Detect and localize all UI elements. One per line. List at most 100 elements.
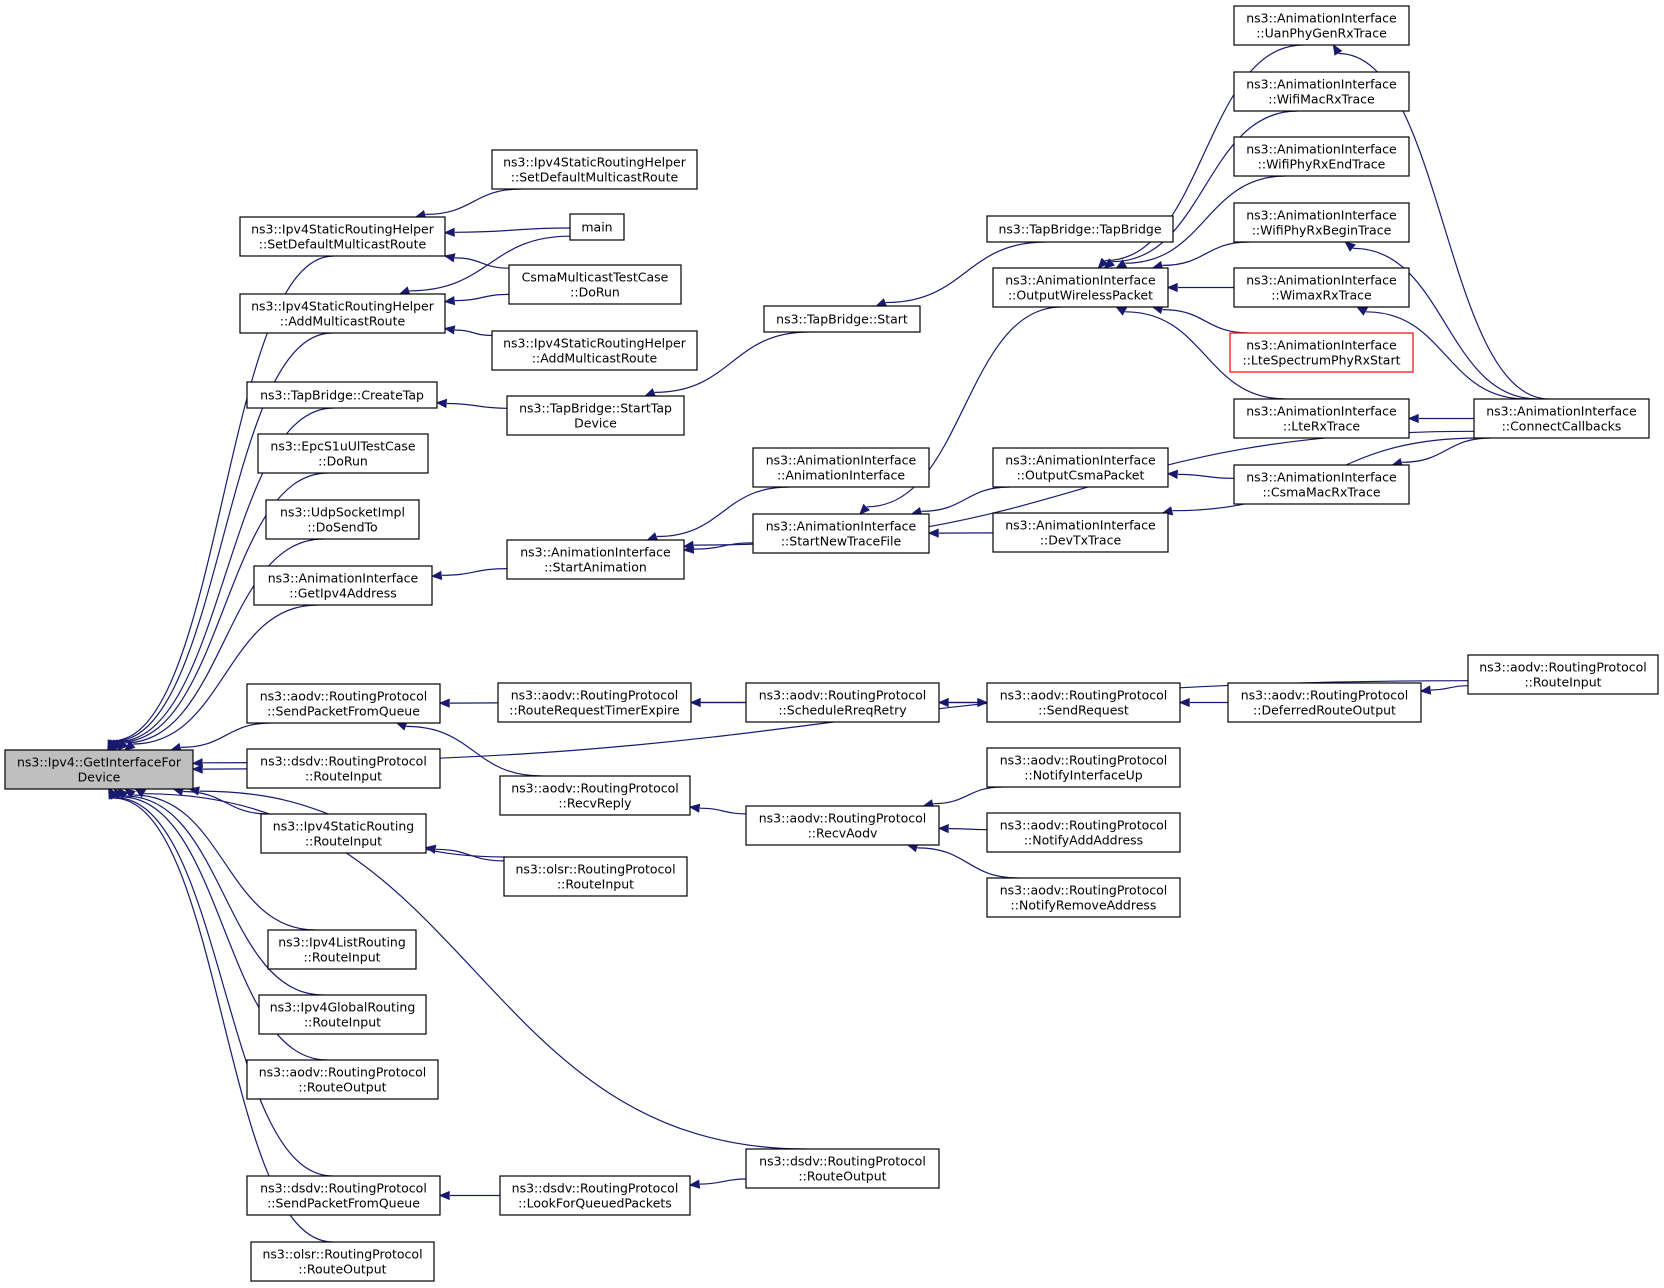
node-lte_spec[interactable]: ns3::AnimationInterface::LteSpectrumPhyR… bbox=[1229, 332, 1414, 373]
node-label: ::StartNewTraceFile bbox=[781, 534, 902, 549]
node-devtx[interactable]: ns3::AnimationInterface::DevTxTrace bbox=[992, 512, 1169, 553]
edge-aodv_spfq-to-root bbox=[180, 722, 272, 748]
node-box bbox=[253, 565, 433, 606]
node-list_ri[interactable]: ns3::Ipv4ListRouting::RouteInput bbox=[267, 929, 417, 970]
arrowhead-icon bbox=[644, 388, 657, 397]
node-label: ::NotifyInterfaceUp bbox=[1024, 768, 1142, 783]
node-dsdv_spfq[interactable]: ns3::dsdv::RoutingProtocol::SendPacketFr… bbox=[246, 1175, 441, 1216]
node-amr[interactable]: ns3::Ipv4StaticRoutingHelper::AddMultica… bbox=[239, 293, 446, 334]
node-label: ns3::EpcS1uUlTestCase bbox=[270, 439, 415, 454]
node-label: ns3::Ipv4StaticRoutingHelper bbox=[251, 299, 435, 314]
arrowhead-icon bbox=[191, 758, 203, 768]
arrowhead-icon bbox=[875, 298, 888, 307]
node-createtap[interactable]: ns3::TapBridge::CreateTap bbox=[246, 381, 438, 409]
node-box bbox=[1233, 71, 1410, 112]
node-box bbox=[258, 994, 427, 1035]
node-csma[interactable]: CsmaMulticastTestCase::DoRun bbox=[508, 264, 682, 305]
node-lterx[interactable]: ns3::AnimationInterface::LteRxTrace bbox=[1233, 398, 1410, 439]
node-dro[interactable]: ns3::aodv::RoutingProtocol::DeferredRout… bbox=[1227, 682, 1422, 723]
node-sendreq[interactable]: ns3::aodv::RoutingProtocol::SendRequest bbox=[986, 682, 1181, 723]
node-startnew[interactable]: ns3::AnimationInterface::StartNewTraceFi… bbox=[752, 513, 930, 554]
node-label: ::DoRun bbox=[570, 285, 620, 300]
node-aodv_ri[interactable]: ns3::aodv::RoutingProtocol::RouteInput bbox=[1467, 654, 1659, 695]
node-label: ::AnimationInterface bbox=[777, 468, 905, 483]
node-lfqp[interactable]: ns3::dsdv::RoutingProtocol::LookForQueue… bbox=[499, 1175, 691, 1216]
node-label: ns3::AnimationInterface bbox=[1005, 518, 1156, 533]
arrowhead-icon bbox=[682, 540, 695, 550]
node-label: ::RecvReply bbox=[558, 796, 632, 811]
node-rrte[interactable]: ns3::aodv::RoutingProtocol::RouteRequest… bbox=[497, 682, 692, 723]
node-getipv4[interactable]: ns3::AnimationInterface::GetIpv4Address bbox=[253, 565, 433, 606]
node-label: ::SetDefaultMulticastRoute bbox=[259, 237, 427, 252]
node-box bbox=[239, 216, 446, 257]
node-wifibegin[interactable]: ns3::AnimationInterface::WifiPhyRxBeginT… bbox=[1233, 202, 1410, 243]
node-aodv_ro[interactable]: ns3::aodv::RoutingProtocol::RouteOutput bbox=[246, 1059, 439, 1100]
node-label: ns3::AnimationInterface bbox=[1005, 453, 1156, 468]
node-label: ns3::dsdv::RoutingProtocol bbox=[759, 1154, 926, 1169]
arrowhead-icon bbox=[1115, 306, 1128, 316]
node-sdmr2[interactable]: ns3::Ipv4StaticRoutingHelper::SetDefault… bbox=[491, 149, 698, 190]
node-label: ns3::Ipv4StaticRouting bbox=[273, 819, 414, 834]
edge-udp-to-root bbox=[124, 538, 324, 744]
node-epc[interactable]: ns3::EpcS1uUlTestCase::DoRun bbox=[257, 433, 429, 474]
node-global_ri[interactable]: ns3::Ipv4GlobalRouting::RouteInput bbox=[258, 994, 427, 1035]
node-udp[interactable]: ns3::UdpSocketImpl::DoSendTo bbox=[265, 499, 420, 540]
arrowhead-icon bbox=[1097, 257, 1109, 269]
node-label: ns3::AnimationInterface bbox=[1246, 273, 1397, 288]
node-wifimac[interactable]: ns3::AnimationInterface::WifiMacRxTrace bbox=[1233, 71, 1410, 112]
node-recvaodv[interactable]: ns3::aodv::RoutingProtocol::RecvAodv bbox=[745, 805, 940, 846]
node-amr2[interactable]: ns3::Ipv4StaticRoutingHelper::AddMultica… bbox=[491, 330, 698, 371]
node-label: ::DeferredRouteOutput bbox=[1253, 703, 1396, 718]
node-wimax[interactable]: ns3::AnimationInterface::WimaxRxTrace bbox=[1233, 267, 1410, 308]
node-box bbox=[569, 213, 625, 241]
node-box bbox=[1233, 464, 1410, 505]
edge-naa-to-recvaodv bbox=[948, 828, 988, 831]
node-recvreply[interactable]: ns3::aodv::RoutingProtocol::RecvReply bbox=[499, 775, 691, 816]
node-label: ns3::AnimationInterface bbox=[1246, 470, 1397, 485]
node-naa[interactable]: ns3::aodv::RoutingProtocol::NotifyAddAdd… bbox=[986, 812, 1181, 853]
node-box bbox=[246, 683, 441, 724]
edge-connect-to-wifibegin bbox=[1353, 247, 1538, 400]
arrowhead-icon bbox=[1332, 43, 1343, 56]
node-label: ns3::Ipv4ListRouting bbox=[278, 935, 406, 950]
node-startanim[interactable]: ns3::AnimationInterface::StartAnimation bbox=[506, 539, 685, 580]
node-box bbox=[1233, 202, 1410, 243]
node-label: ::AddMulticastRoute bbox=[532, 351, 658, 366]
node-tbstart[interactable]: ns3::TapBridge::Start bbox=[763, 305, 921, 333]
edge-starttap-to-createtap bbox=[446, 402, 508, 409]
node-uan[interactable]: ns3::AnimationInterface::UanPhyGenRxTrac… bbox=[1233, 5, 1410, 46]
arrowhead-icon bbox=[688, 1179, 701, 1189]
node-sdmr[interactable]: ns3::Ipv4StaticRoutingHelper::SetDefault… bbox=[239, 216, 446, 257]
node-srr[interactable]: ns3::aodv::RoutingProtocol::ScheduleRreq… bbox=[745, 682, 940, 723]
node-aodv_spfq[interactable]: ns3::aodv::RoutingProtocol::SendPacketFr… bbox=[246, 683, 441, 724]
node-label: ::DoSendTo bbox=[307, 520, 377, 535]
edge-startnew-to-startanim bbox=[693, 542, 754, 550]
node-dsdv_ri[interactable]: ns3::dsdv::RoutingProtocol::RouteInput bbox=[246, 748, 441, 789]
node-static_ri[interactable]: ns3::Ipv4StaticRouting::RouteInput bbox=[260, 813, 427, 854]
node-owp[interactable]: ns3::AnimationInterface::OutputWirelessP… bbox=[992, 267, 1169, 308]
node-nra[interactable]: ns3::aodv::RoutingProtocol::NotifyRemove… bbox=[986, 877, 1181, 918]
node-box bbox=[4, 749, 194, 790]
node-connect[interactable]: ns3::AnimationInterface::ConnectCallback… bbox=[1473, 398, 1650, 439]
node-animint[interactable]: ns3::AnimationInterface::AnimationInterf… bbox=[752, 447, 930, 488]
node-ocp[interactable]: ns3::AnimationInterface::OutputCsmaPacke… bbox=[992, 447, 1169, 488]
node-main[interactable]: main bbox=[569, 213, 625, 241]
node-label: ns3::AnimationInterface bbox=[766, 453, 917, 468]
node-label: ns3::aodv::RoutingProtocol bbox=[260, 689, 428, 704]
node-label: ::ConnectCallbacks bbox=[1502, 419, 1622, 434]
node-csmamac[interactable]: ns3::AnimationInterface::CsmaMacRxTrace bbox=[1233, 464, 1410, 505]
edge-main-to-sdmr bbox=[454, 227, 571, 233]
node-olsr_ri[interactable]: ns3::olsr::RoutingProtocol::RouteInput bbox=[503, 856, 688, 897]
node-label: ::RecvAodv bbox=[808, 826, 878, 841]
node-wifiend[interactable]: ns3::AnimationInterface::WifiPhyRxEndTra… bbox=[1233, 136, 1410, 177]
node-olsr_ro[interactable]: ns3::olsr::RoutingProtocol::RouteOutput bbox=[250, 1241, 435, 1282]
node-dsdv_ro[interactable]: ns3::dsdv::RoutingProtocol::RouteOutput bbox=[745, 1148, 940, 1189]
node-niu[interactable]: ns3::aodv::RoutingProtocol::NotifyInterf… bbox=[986, 747, 1181, 788]
edge-dsdv_spfq-to-root bbox=[115, 797, 333, 1177]
node-tbtb[interactable]: ns3::TapBridge::TapBridge bbox=[986, 215, 1174, 243]
node-label: ::SendRequest bbox=[1038, 703, 1129, 718]
node-label: ::AddMulticastRoute bbox=[280, 314, 406, 329]
